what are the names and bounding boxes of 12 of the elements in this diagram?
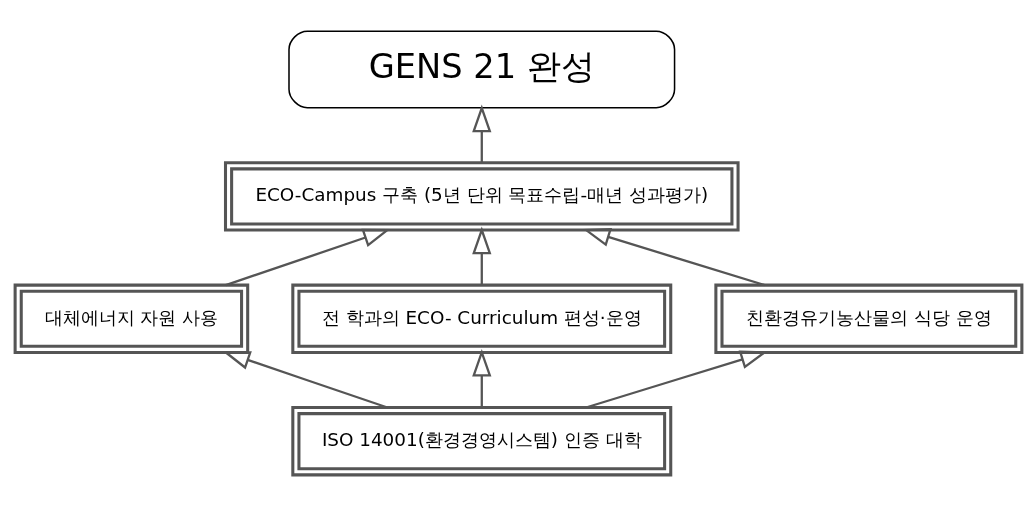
node-box: 대체에너지 자원 사용	[13, 283, 249, 354]
arrow	[585, 349, 768, 409]
node-box: 친환경유기농산물의 식당 운영	[713, 283, 1023, 354]
arrow	[471, 104, 491, 162]
arrow	[471, 348, 491, 407]
node-box: ISO 14001(환경경영시스템) 인증 대학	[290, 405, 672, 476]
arrow	[224, 228, 391, 286]
arrow	[471, 226, 491, 285]
arrow	[582, 227, 765, 286]
node-box: GENS 21 완성	[287, 29, 675, 108]
node-box: ECO-Campus 구축 (5년 단위 목표수립-매년 성과평가)	[223, 160, 740, 232]
node-box: 전 학과의 ECO- Curriculum 편성·운영	[290, 283, 672, 354]
